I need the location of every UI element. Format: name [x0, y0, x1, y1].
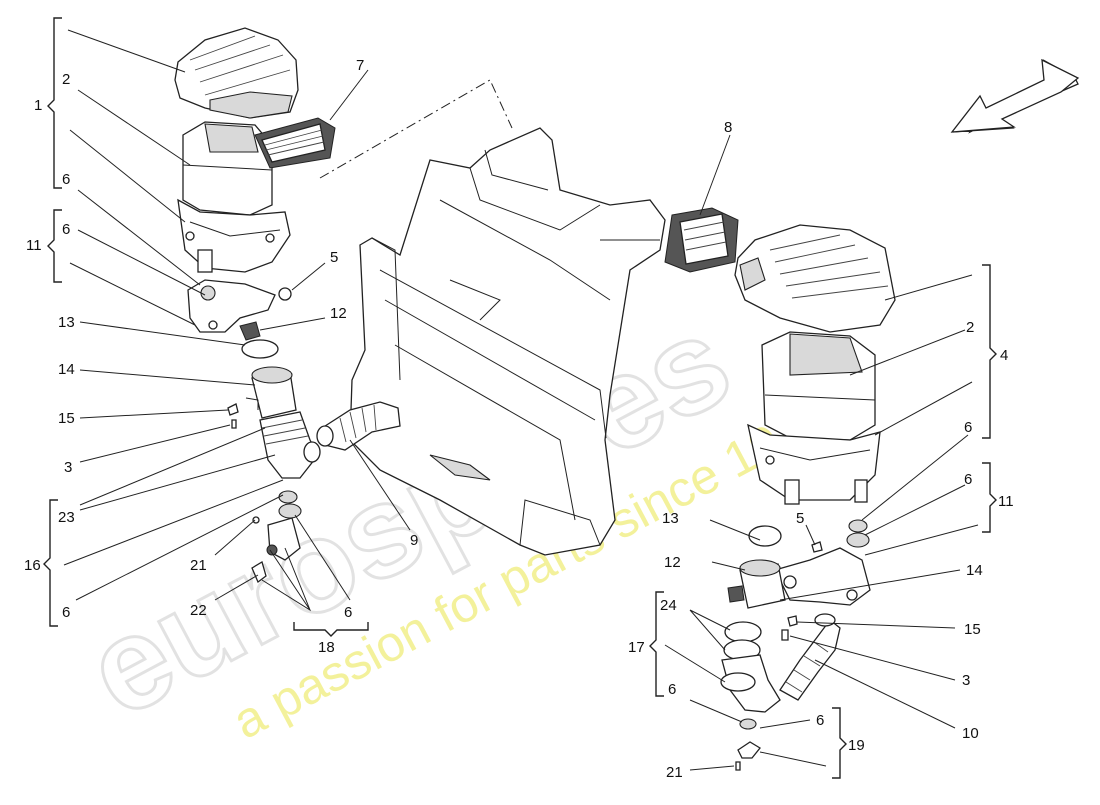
right-hose-24 — [720, 621, 781, 713]
callout-7: 7 — [356, 57, 364, 74]
callout-3-left: 3 — [64, 459, 72, 476]
callout-2-right: 2 — [966, 319, 974, 336]
left-airbox-lid — [174, 27, 299, 119]
left-bracket-11 — [187, 279, 276, 333]
callout-2-left: 2 — [62, 71, 70, 88]
callout-6-right-d: 6 — [816, 712, 824, 729]
callout-6-right-a: 6 — [964, 419, 972, 436]
right-duct-8 — [664, 207, 739, 273]
callout-21-left: 21 — [190, 557, 207, 574]
callout-14-left: 14 — [58, 361, 75, 378]
callout-6-left-d: 6 — [344, 604, 352, 621]
left-bracket-18 — [251, 516, 301, 584]
left-clip-15 — [227, 403, 239, 416]
callout-21-right: 21 — [666, 764, 683, 781]
leader-lines-left — [63, 29, 731, 612]
left-grommet-6a — [278, 490, 298, 504]
callout-4: 4 — [1000, 347, 1008, 364]
callout-15-right: 15 — [964, 621, 981, 638]
left-sensor-12 — [239, 321, 261, 341]
right-screw-21 — [735, 761, 741, 771]
callout-11-left: 11 — [26, 237, 42, 254]
left-screw-3 — [231, 419, 237, 429]
callout-6-left-a: 6 — [62, 171, 70, 188]
left-air-filter — [182, 121, 273, 216]
right-hose-10 — [779, 613, 841, 701]
right-oring-13 — [748, 525, 782, 547]
left-grommet-6b — [278, 503, 302, 519]
callout-17: 17 — [628, 639, 645, 656]
callout-labels-right: 2 4 6 6 11 13 5 12 14 24 17 15 3 10 6 6 … — [628, 319, 1014, 781]
callout-22: 22 — [190, 602, 207, 619]
right-bracket-11 — [774, 547, 871, 606]
left-oring-13 — [241, 339, 279, 359]
right-grommet-6a — [848, 519, 868, 533]
direction-arrow-icon — [950, 58, 1080, 134]
callout-6-left-b: 6 — [62, 221, 70, 238]
callout-19: 19 — [848, 737, 865, 754]
callout-12-right: 12 — [664, 554, 681, 571]
left-airbox-base — [177, 198, 291, 273]
callout-12-left: 12 — [330, 305, 347, 322]
callout-24: 24 — [660, 597, 677, 614]
callout-8: 8 — [724, 119, 732, 136]
right-bracket-19 — [737, 741, 761, 759]
callout-3-right: 3 — [962, 672, 970, 689]
callout-6-left-c: 6 — [62, 604, 70, 621]
callout-9: 9 — [410, 532, 418, 549]
callout-10: 10 — [962, 725, 979, 742]
right-air-filter — [761, 331, 876, 441]
callout-labels-left: 1 2 7 6 11 6 5 13 12 14 15 3 23 16 6 21 … — [24, 57, 732, 656]
callout-6-right-b: 6 — [964, 471, 972, 488]
left-intake-hose — [259, 411, 321, 479]
right-clip-15 — [787, 615, 798, 627]
right-airbox-lid — [734, 224, 896, 333]
callout-15-left: 15 — [58, 410, 75, 427]
hose-9 — [316, 401, 401, 451]
right-airbox-base — [747, 423, 881, 505]
left-nut-5 — [278, 287, 292, 301]
callout-18: 18 — [318, 639, 335, 656]
callout-1: 1 — [34, 97, 42, 114]
group-brackets — [43, 17, 997, 779]
callout-13-left: 13 — [58, 314, 75, 331]
central-air-duct — [349, 127, 666, 556]
callout-5-right: 5 — [796, 510, 804, 527]
callout-6-right-c: 6 — [668, 681, 676, 698]
callout-14-right: 14 — [966, 562, 983, 579]
callout-5-left: 5 — [330, 249, 338, 266]
leader-dashdot — [319, 79, 513, 179]
right-grommet-6b — [846, 532, 870, 548]
right-mass-air-flow-sensor — [727, 559, 786, 609]
callout-23: 23 — [58, 509, 75, 526]
right-screw-3 — [781, 629, 789, 641]
leader-lines-right — [664, 274, 979, 771]
right-nut-5 — [811, 541, 823, 553]
left-duct-7 — [254, 117, 336, 169]
right-grommet-6c — [739, 718, 757, 730]
callout-13-right: 13 — [662, 510, 679, 527]
callout-16: 16 — [24, 557, 41, 574]
callout-11-right: 11 — [998, 493, 1014, 510]
left-mass-air-flow-sensor — [245, 366, 297, 419]
